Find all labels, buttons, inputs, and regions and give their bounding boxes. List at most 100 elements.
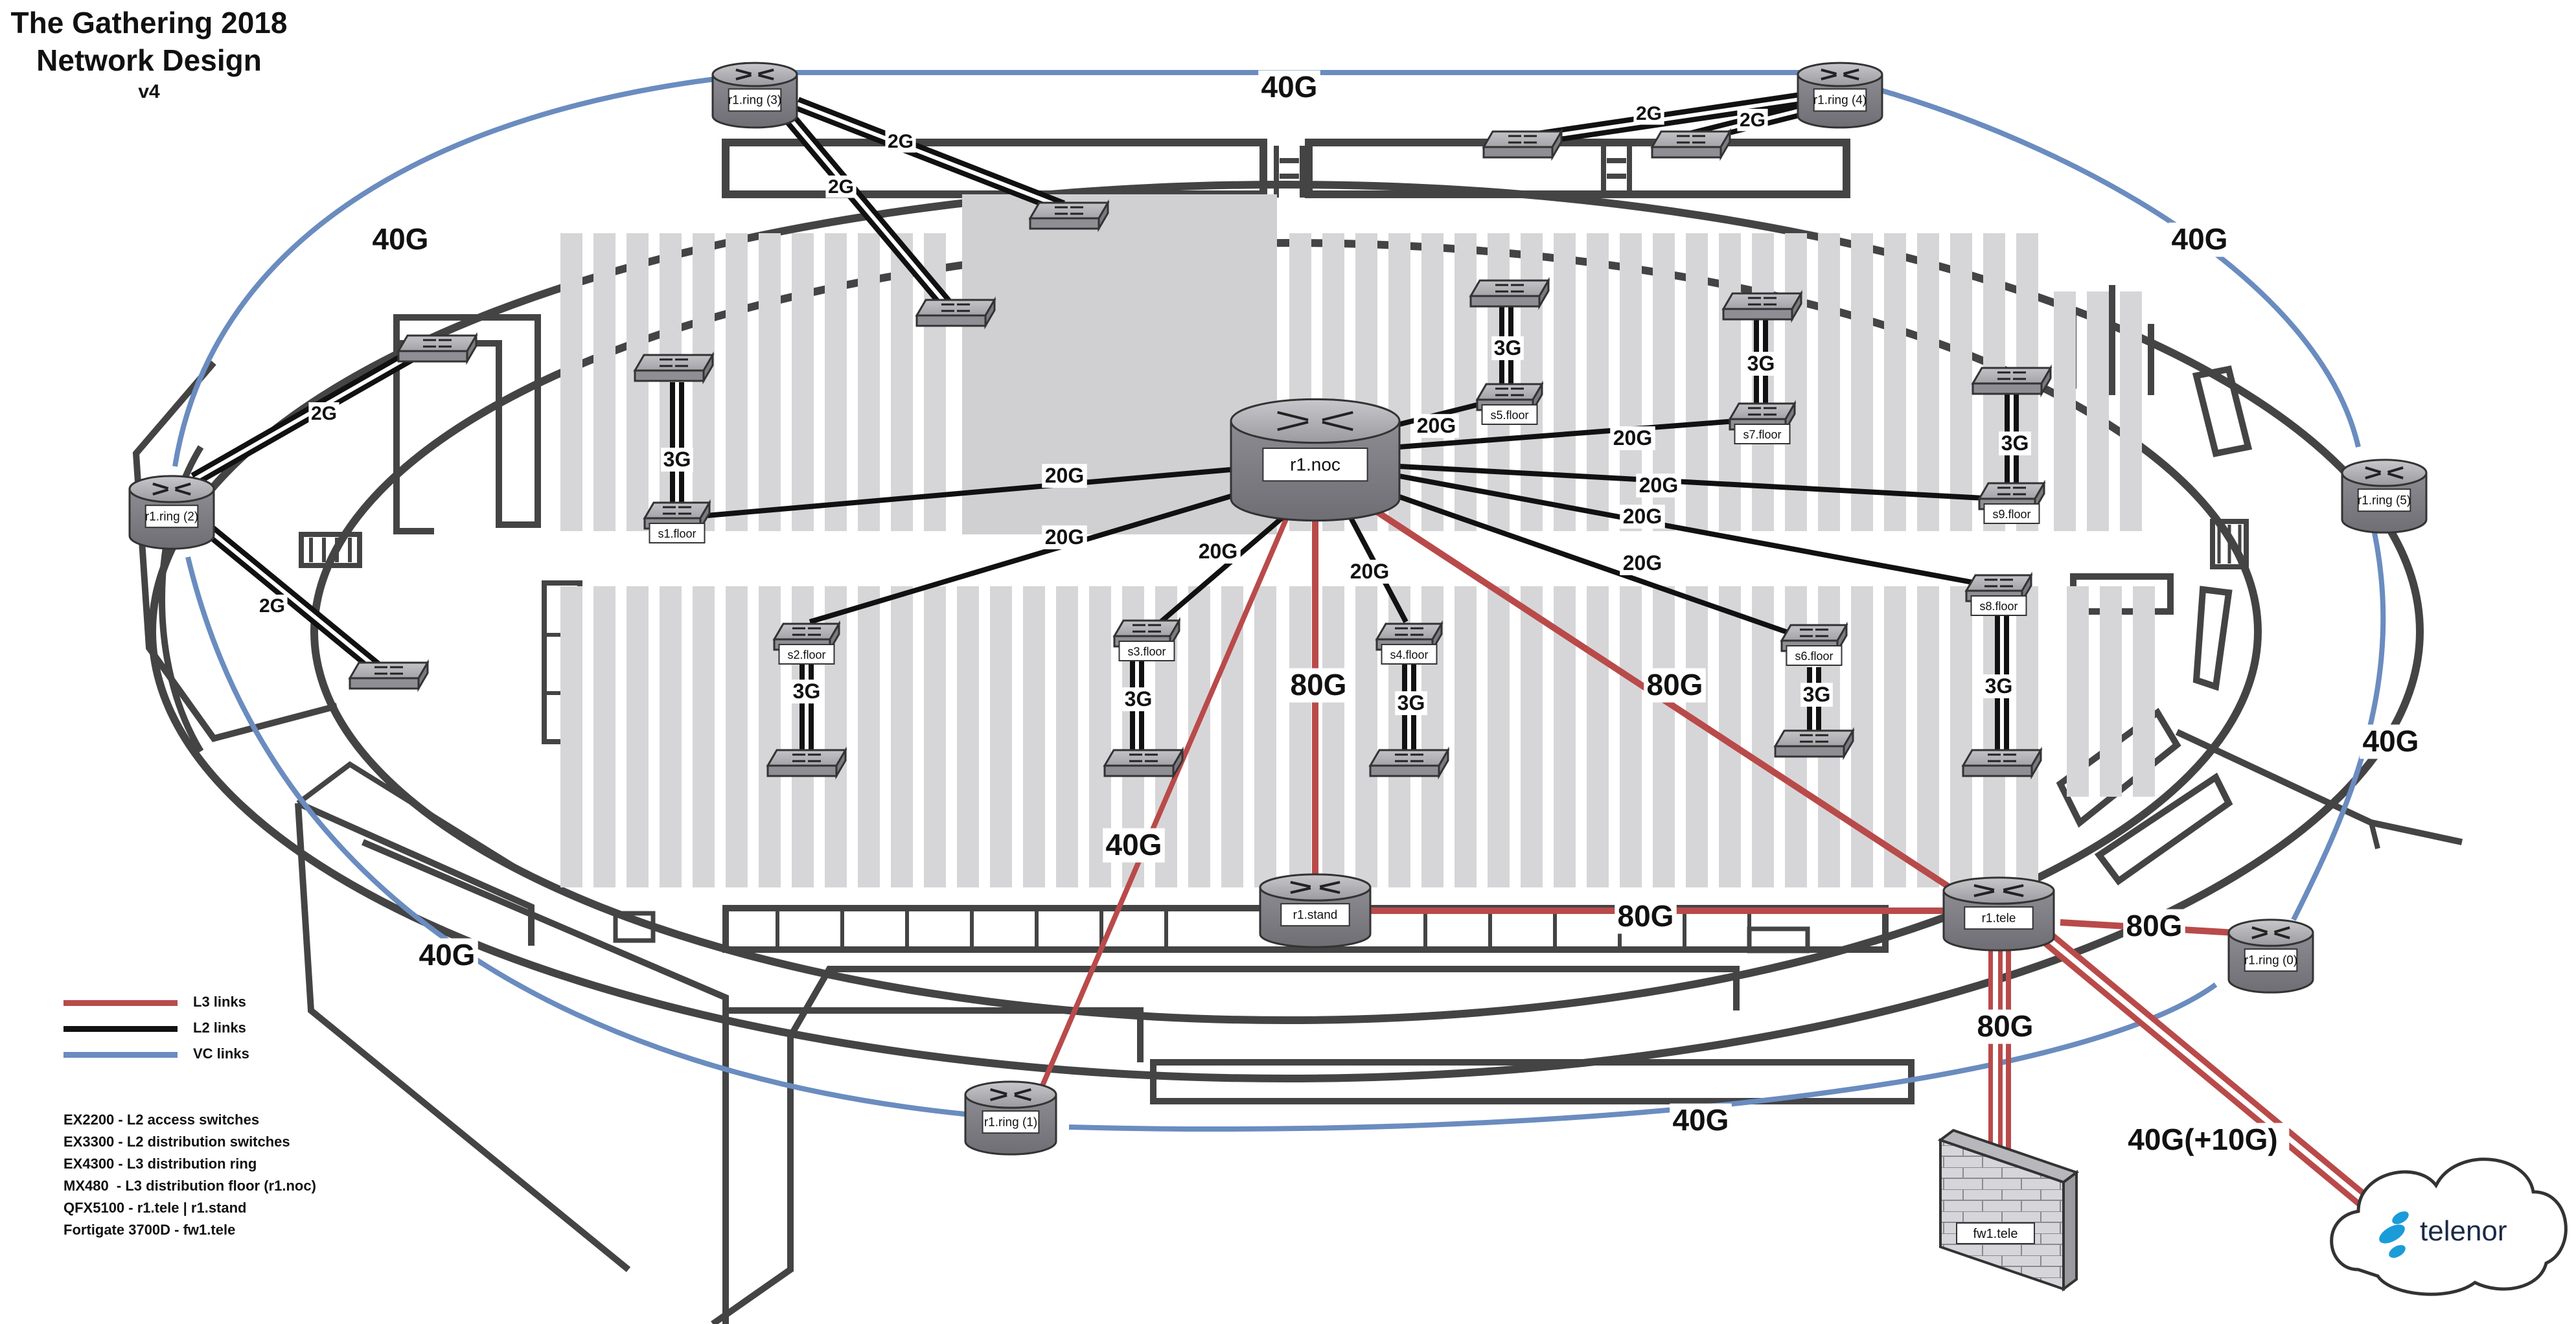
router-r1-stand: r1.stand (1259, 873, 1372, 948)
svg-text:40G: 40G (1261, 70, 1318, 104)
switch-arrows-icon (663, 506, 691, 515)
seating-row (660, 586, 682, 887)
switch-s2-floor-label: s2.floor (787, 648, 825, 661)
seating-row (1785, 233, 1807, 531)
svg-text:20G: 20G (1417, 414, 1456, 437)
switch-arrows-icon (1800, 734, 1828, 743)
router-arrows-icon (1821, 68, 1859, 81)
router-arrows-icon (1290, 880, 1340, 895)
svg-text:80G: 80G (1291, 668, 1347, 702)
seating-row (1884, 233, 1906, 531)
seating-row (2054, 291, 2076, 531)
title-line-2: Network Design (36, 43, 262, 77)
seating-row (2016, 586, 2038, 887)
switch-s1-floor: s1.floor (643, 499, 711, 543)
access-switch-15 (348, 659, 430, 692)
hall-outer-ellipse (148, 181, 2424, 1082)
access-switch-6 (1103, 746, 1184, 780)
svg-text:20G: 20G (1045, 525, 1084, 549)
access-switch-3 (1721, 290, 1803, 323)
svg-text:2G: 2G (259, 595, 285, 617)
svg-text:2G: 2G (888, 131, 914, 152)
seating-row (1851, 233, 1873, 531)
switch-s8-floor: s8.floor (1964, 571, 2033, 616)
seating-row (726, 233, 748, 531)
access-switch-10 (1028, 199, 1110, 233)
svg-text:2G: 2G (1636, 103, 1662, 124)
diagram-title: The Gathering 2018 Network Design v4 (0, 4, 298, 105)
seating-row (858, 233, 880, 531)
label-tele-fw: 80G (1974, 1009, 2036, 1044)
seating-row (1488, 586, 1510, 887)
l2-link-noc-s3 (1151, 509, 1291, 631)
seating-row (1521, 233, 1543, 531)
label-s1-acc: 3G (661, 448, 693, 472)
svg-text:20G: 20G (1613, 426, 1652, 450)
router-r1-stand-label: r1.stand (1293, 908, 1338, 922)
legend-l2-line (63, 1026, 178, 1032)
switch-s7-floor: s7.floor (1728, 400, 1797, 444)
l2-link-ring3-access-a (794, 97, 1065, 214)
l2-link-ring3-access-b (772, 98, 955, 313)
switch-s9-floor-label: s9.floor (1992, 508, 2030, 521)
switch-arrows-icon (1988, 753, 2016, 762)
switch-arrows-icon (792, 753, 821, 762)
seating-row (825, 233, 847, 531)
label-vc-top: 40G (1258, 70, 1320, 105)
svg-text:40G: 40G (419, 938, 476, 972)
l2-link-noc-s2 (809, 490, 1245, 624)
access-switch-8 (1773, 727, 1855, 760)
seating-row (1455, 233, 1477, 531)
seating-row (1254, 586, 1276, 887)
switch-s1-floor-label: s1.floor (658, 527, 696, 540)
svg-text:20G: 20G (1639, 474, 1678, 497)
switch-arrows-icon (374, 666, 403, 675)
label-s3-acc: 3G (1122, 687, 1155, 711)
seating-row (1884, 586, 1906, 887)
fw1-tele-label: fw1.tele (1973, 1227, 2018, 1241)
legend-l3-label: L3 links (193, 994, 246, 1010)
seating-row (1455, 586, 1477, 887)
router-r1-ring-0: r1.ring (0) (2227, 919, 2314, 994)
seating-row (891, 233, 913, 531)
model-qfx5100: QFX5100 - r1.tele | r1.stand (63, 1200, 247, 1216)
svg-text:3G: 3G (1747, 352, 1775, 375)
label-l2-ring4-a: 2G (1633, 102, 1664, 125)
label-s4-acc: 3G (1395, 691, 1427, 715)
title-line-1: The Gathering 2018 (10, 6, 288, 40)
router-r1-ring-2: r1.ring (2) (128, 475, 215, 550)
label-noc-stand: 80G (1287, 668, 1350, 703)
seating-row (1818, 233, 1840, 531)
label-vc-right: 40G (2360, 724, 2422, 759)
l2-link-noc-s7 (1399, 418, 1737, 450)
seating-row (627, 586, 649, 887)
switch-s6-floor: s6.floor (1780, 621, 1848, 666)
switch-arrows-icon (660, 358, 688, 367)
seating-row (1355, 586, 1377, 887)
vc-link-ring5-ring0 (2291, 518, 2386, 921)
switch-arrows-icon (1129, 753, 1158, 762)
switch-arrows-icon (1395, 627, 1423, 636)
seating-row (1221, 586, 1243, 887)
model-ex2200: EX2200 - L2 access switches (63, 1112, 260, 1128)
access-switch-11 (915, 296, 996, 330)
router-arrows-icon (735, 68, 774, 81)
l2-link-noc-s9 (1399, 464, 1996, 501)
legend-vc-label: VC links (193, 1045, 249, 1062)
seating-row (1950, 233, 1972, 531)
switch-arrows-icon (1677, 135, 1705, 144)
seating-row (1620, 586, 1642, 887)
legend-l3-line (63, 1000, 178, 1006)
label-noc-s5: 20G (1414, 414, 1459, 438)
router-r1-ring-5-label: r1.ring (5) (2358, 494, 2411, 507)
router-arrows-icon (2365, 466, 2404, 479)
svg-text:80G: 80G (1647, 668, 1703, 702)
label-l2-ring3-a: 2G (885, 130, 916, 153)
seating-row (2120, 291, 2142, 531)
seating-row (1056, 586, 1078, 887)
router-r1-ring-2-label: r1.ring (2) (145, 510, 198, 523)
router-r1-ring-3-label: r1.ring (3) (728, 94, 781, 108)
